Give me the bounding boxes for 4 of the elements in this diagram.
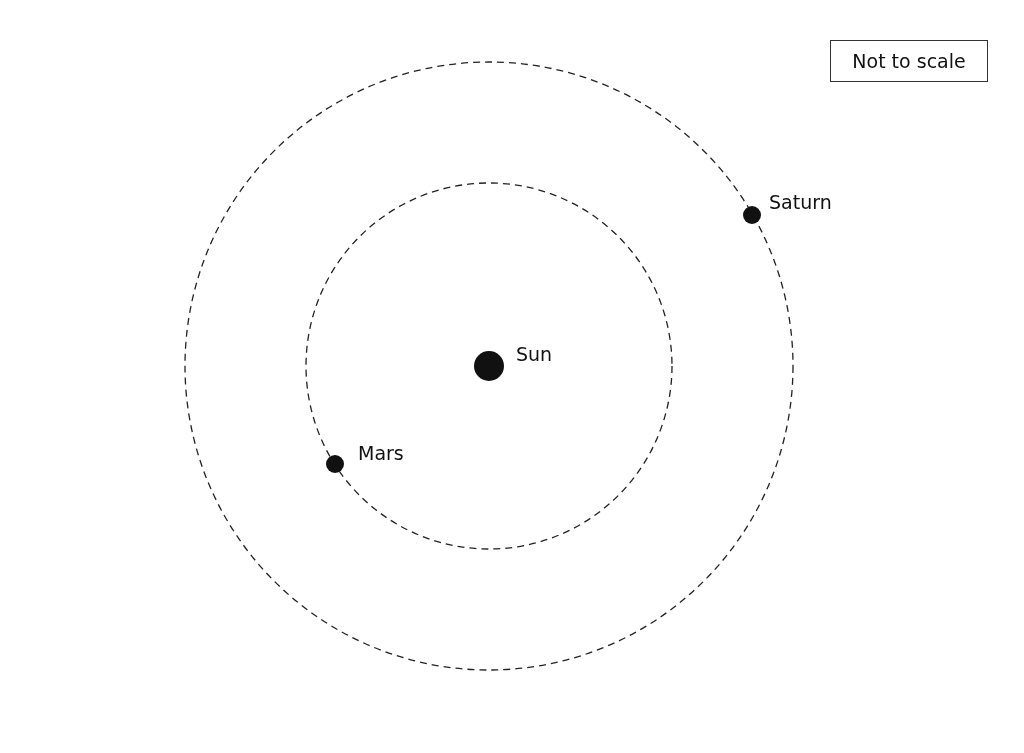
note-box: Not to scale xyxy=(830,40,988,82)
planet-label: Saturn xyxy=(769,191,832,213)
planet-label: Mars xyxy=(358,442,404,464)
sun-label: Sun xyxy=(516,343,553,365)
